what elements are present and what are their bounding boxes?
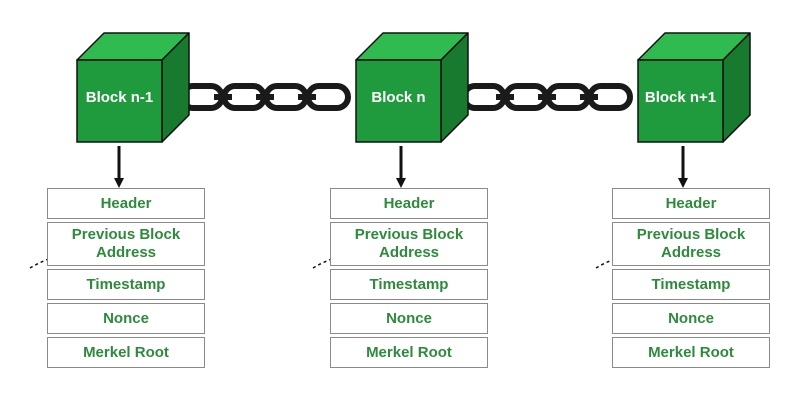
block-cube-2: Block n [355,32,469,143]
cube-front-face [355,59,442,143]
field-previous-block-address: Previous Block Address [612,222,770,266]
field-header: Header [330,188,488,219]
field-merkel-root: Merkel Root [330,337,488,368]
field-merkel-root: Merkel Root [47,337,205,368]
field-nonce: Nonce [330,303,488,334]
field-nonce: Nonce [612,303,770,334]
field-merkel-root: Merkel Root [612,337,770,368]
field-header: Header [612,188,770,219]
field-previous-block-address: Previous Block Address [47,222,205,266]
field-timestamp: Timestamp [612,269,770,300]
chain-link-1-2 [179,83,351,111]
field-timestamp: Timestamp [47,269,205,300]
block-label: Block n-1 [86,89,154,106]
field-header: Header [47,188,205,219]
block-cube-1: Block n-1 [76,32,190,143]
cube-front-face [76,59,163,143]
chain-link-2-3 [461,83,633,111]
field-timestamp: Timestamp [330,269,488,300]
field-previous-block-address: Previous Block Address [330,222,488,266]
block-label: Block n+1 [645,89,716,106]
field-nonce: Nonce [47,303,205,334]
block-label: Block n [371,89,425,106]
block-cube-3: Block n+1 [637,32,751,143]
cube-front-face [637,59,724,143]
